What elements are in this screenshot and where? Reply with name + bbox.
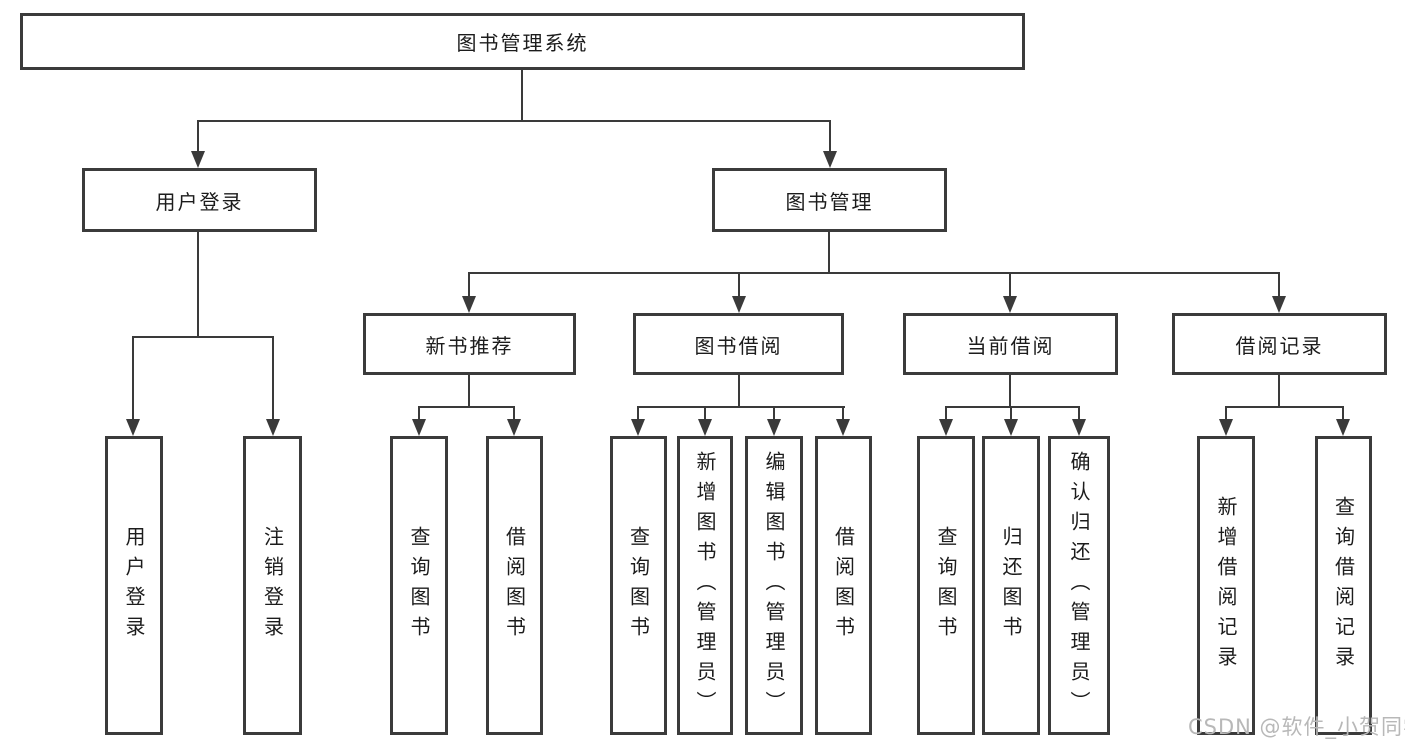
connector-line: [1078, 406, 1080, 419]
arrow-down-icon: [1336, 419, 1350, 436]
connector-line: [1342, 406, 1344, 419]
connector-line: [468, 375, 470, 406]
node-label: 借阅图书: [502, 525, 527, 646]
connector-line: [637, 406, 845, 408]
connector-line: [132, 336, 274, 338]
node-label: 借阅记录: [1235, 333, 1324, 358]
arrow-down-icon: [1072, 419, 1086, 436]
leaf-query-books-current: 查询图书: [917, 436, 975, 735]
connector-line: [945, 406, 1080, 408]
node-label: 查询图书: [934, 525, 958, 646]
node-label: 图书管理: [785, 189, 874, 214]
connector-line: [197, 232, 199, 336]
arrow-down-icon: [266, 419, 280, 436]
node-label: 确认归还（管理员）: [1067, 450, 1091, 721]
connector-line: [773, 406, 775, 419]
arrow-down-icon: [732, 296, 746, 313]
node-library-system: 图书管理系统: [20, 13, 1025, 70]
arrow-down-icon: [1003, 296, 1017, 313]
connector-line: [521, 70, 523, 120]
leaf-borrow-books-borrowing: 借阅图书: [815, 436, 872, 735]
node-book-management: 图书管理: [712, 168, 947, 232]
connector-line: [1009, 375, 1011, 406]
arrow-down-icon: [698, 419, 712, 436]
arrow-down-icon: [126, 419, 140, 436]
connector-line: [468, 272, 1280, 274]
node-label: 归还图书: [999, 525, 1023, 646]
connector-line: [418, 406, 515, 408]
arrow-down-icon: [191, 151, 205, 168]
connector-line: [513, 406, 515, 419]
connector-line: [1278, 375, 1280, 406]
node-label: 新增图书（管理员）: [693, 450, 717, 721]
connector-line: [637, 406, 639, 419]
arrow-down-icon: [631, 419, 645, 436]
arrow-down-icon: [507, 419, 521, 436]
arrow-down-icon: [767, 419, 781, 436]
node-label: 借阅图书: [831, 525, 856, 646]
connector-line: [828, 232, 830, 272]
node-label: 注销登录: [260, 525, 285, 646]
node-label: 新增借阅记录: [1214, 495, 1238, 676]
connector-line: [1278, 272, 1280, 296]
node-label: 查询图书: [407, 525, 431, 646]
leaf-add-books-admin: 新增图书（管理员）: [677, 436, 733, 735]
connector-line: [1225, 406, 1344, 408]
node-label: 图书借阅: [694, 333, 783, 358]
connector-line: [842, 406, 844, 419]
node-label: 查询借阅记录: [1331, 495, 1356, 676]
node-borrowing-records: 借阅记录: [1172, 313, 1387, 375]
arrow-down-icon: [1272, 296, 1286, 313]
node-new-book-recommend: 新书推荐: [363, 313, 576, 375]
leaf-edit-books-admin: 编辑图书（管理员）: [745, 436, 803, 735]
node-label: 用户登录: [155, 189, 244, 214]
node-label: 当前借阅: [966, 333, 1055, 358]
node-label: 图书管理系统: [456, 31, 589, 55]
arrow-down-icon: [823, 151, 837, 168]
leaf-logout: 注销登录: [243, 436, 302, 735]
connector-line: [418, 406, 420, 419]
node-label: 查询图书: [626, 525, 651, 646]
node-current-borrowing: 当前借阅: [903, 313, 1118, 375]
connector-line: [738, 375, 740, 406]
arrow-down-icon: [836, 419, 850, 436]
connector-line: [1225, 406, 1227, 419]
node-book-borrowing: 图书借阅: [633, 313, 844, 375]
leaf-query-books-borrowing: 查询图书: [610, 436, 667, 735]
arrow-down-icon: [939, 419, 953, 436]
csdn-watermark: CSDN @软件_小贺同学: [1188, 715, 1405, 739]
leaf-borrow-books-recommend: 借阅图书: [486, 436, 543, 735]
connector-line: [704, 406, 706, 419]
connector-line: [132, 336, 134, 419]
leaf-add-borrow-record: 新增借阅记录: [1197, 436, 1255, 735]
connector-line: [738, 272, 740, 296]
connector-line: [1009, 272, 1011, 296]
connector-line: [197, 120, 831, 122]
arrow-down-icon: [1004, 419, 1018, 436]
node-label: 用户登录: [122, 525, 146, 646]
arrow-down-icon: [1219, 419, 1233, 436]
leaf-confirm-return-admin: 确认归还（管理员）: [1048, 436, 1110, 735]
connector-line: [468, 272, 470, 296]
leaf-return-books: 归还图书: [982, 436, 1040, 735]
leaf-user-login: 用户登录: [105, 436, 163, 735]
connector-line: [197, 120, 199, 151]
arrow-down-icon: [462, 296, 476, 313]
connector-line: [1010, 406, 1012, 419]
connector-line: [829, 120, 831, 151]
connector-line: [272, 336, 274, 419]
node-user-login: 用户登录: [82, 168, 317, 232]
leaf-query-books-recommend: 查询图书: [390, 436, 448, 735]
node-label: 编辑图书（管理员）: [762, 450, 786, 721]
arrow-down-icon: [412, 419, 426, 436]
node-label: 新书推荐: [425, 333, 514, 358]
leaf-query-borrow-record: 查询借阅记录: [1315, 436, 1372, 735]
connector-line: [945, 406, 947, 419]
